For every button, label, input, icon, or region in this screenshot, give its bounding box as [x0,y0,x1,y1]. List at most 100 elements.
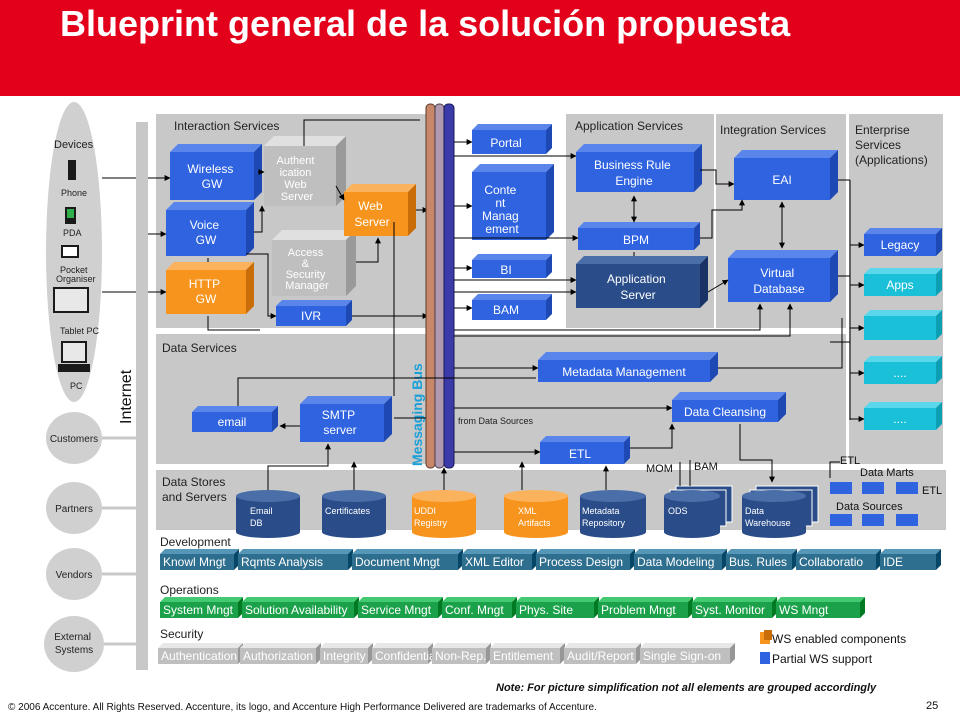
tool-side [238,597,243,618]
data-stores-line-2: and Servers [162,490,227,504]
uddi-line-2: Registry [414,518,448,528]
dw-line-1: Data [745,506,764,516]
voice-gw-side [246,202,254,256]
smtp-side [384,396,392,442]
certificates-label: Certificates [325,506,371,516]
operations-tool-7: Syst. Monitor [692,597,777,618]
tool-label: System Mngt [163,603,234,617]
access-line-3: Security [286,269,326,281]
tool-side [438,597,443,618]
data-warehouse-store: Data Warehouse [742,485,819,538]
vdb-front [728,258,830,302]
tool-front [160,554,234,570]
apps-top [864,268,942,274]
tool-top [352,549,463,554]
tool-label: XML Editor [465,555,524,569]
wireless-gw-top [170,144,262,152]
etl-front [540,442,624,464]
tool-front [726,554,792,570]
etl-right-label: ETL [922,485,942,497]
tool-label: Bus. Rules [729,555,787,569]
tool-top [160,549,239,554]
access-label: Access & Security Manager [285,247,329,292]
development-tool-8: Collaboratio [796,549,881,570]
development-tool-5: Process Design [536,549,635,570]
tool-label: Process Design [539,555,623,569]
bi-side [546,254,552,278]
operations-label: Operations [160,583,219,597]
auth-label: Authent ication Web Server [277,155,318,203]
tool-label: Knowl Mngt [163,555,226,569]
connector [739,424,775,483]
tool-side [876,549,881,570]
operations-tool-2: Solution Availability [242,597,359,618]
external-systems-oval [44,616,104,672]
apps-side [936,268,942,296]
vdb-line-1: Virtual [760,266,794,280]
wireless-gw-front [170,152,254,200]
tool-front [598,602,688,618]
metarepo-bottom [580,526,646,538]
data-stores-line-1: Data Stores [162,475,225,489]
eai-label: EAI [772,173,791,187]
development-tool-3: Document Mngt [352,549,463,570]
bi-label: BI [500,263,511,277]
tool-top [692,597,777,602]
appserver-side [700,256,708,308]
tool-front [776,602,860,618]
tool-top [432,643,491,648]
tool-side [594,597,599,618]
vdb-line-2: Database [753,282,805,296]
tool-label: Authorization [243,649,313,663]
enterprise-legacy-box: Legacy [864,228,942,256]
xml-line-2: Artifacts [518,518,551,528]
dc-side [778,392,786,422]
connector [335,185,345,201]
vdb-side [830,250,838,302]
http-line: HTTP [189,277,220,291]
bre-label: Business Rule Engine [594,158,674,188]
tool-front [564,648,636,664]
title-bar: Blueprint general de la solución propues… [0,0,960,96]
connector [267,443,331,490]
blank-side [936,310,942,340]
authentication-web-server-box: Authent ication Web Server [264,136,346,206]
mart-2 [862,482,884,494]
gw-line: GW [202,177,223,191]
web-server-top [344,184,416,192]
web-server-front [344,192,408,236]
eai-top [734,150,838,158]
legend-partial-ws-label: Partial WS support [772,652,873,666]
cm-label: Conte nt Manag ement [482,183,522,236]
security-tool-8: Single Sign-on [640,643,735,664]
enterprise-apps-box: Apps [864,268,942,296]
operations-tool-3: Service Mngt [358,597,443,618]
metadata-management-box: Metadata Management [538,352,718,382]
apps-label: Apps [886,278,913,292]
connector [254,205,265,233]
customers-label: Customers [50,434,98,445]
uddi-line-1: UDDI [414,506,436,516]
access-front [272,240,346,296]
xml-label: XML Artifacts [518,506,551,528]
tool-top [442,597,517,602]
operations-tool-4: Conf. Mngt [442,597,517,618]
data-services-label: Data Services [162,341,237,355]
tool-front [320,648,368,664]
vendors-oval [46,548,102,600]
ods-bottom [664,526,720,538]
server-line: Server [354,215,389,229]
bam-top [472,294,552,300]
tool-label: Solution Availability [245,603,348,617]
bre-top [576,144,702,152]
wireless-gw-label: Wireless GW [187,162,236,191]
security-label: Security [160,627,203,641]
connector [454,303,793,337]
http-gw-line: GW [196,292,217,306]
etl-top [540,436,630,442]
pda-screen [67,209,74,218]
source-2 [862,514,884,526]
tool-front [462,554,532,570]
tool-top [240,643,321,648]
bpm-side [694,222,700,250]
